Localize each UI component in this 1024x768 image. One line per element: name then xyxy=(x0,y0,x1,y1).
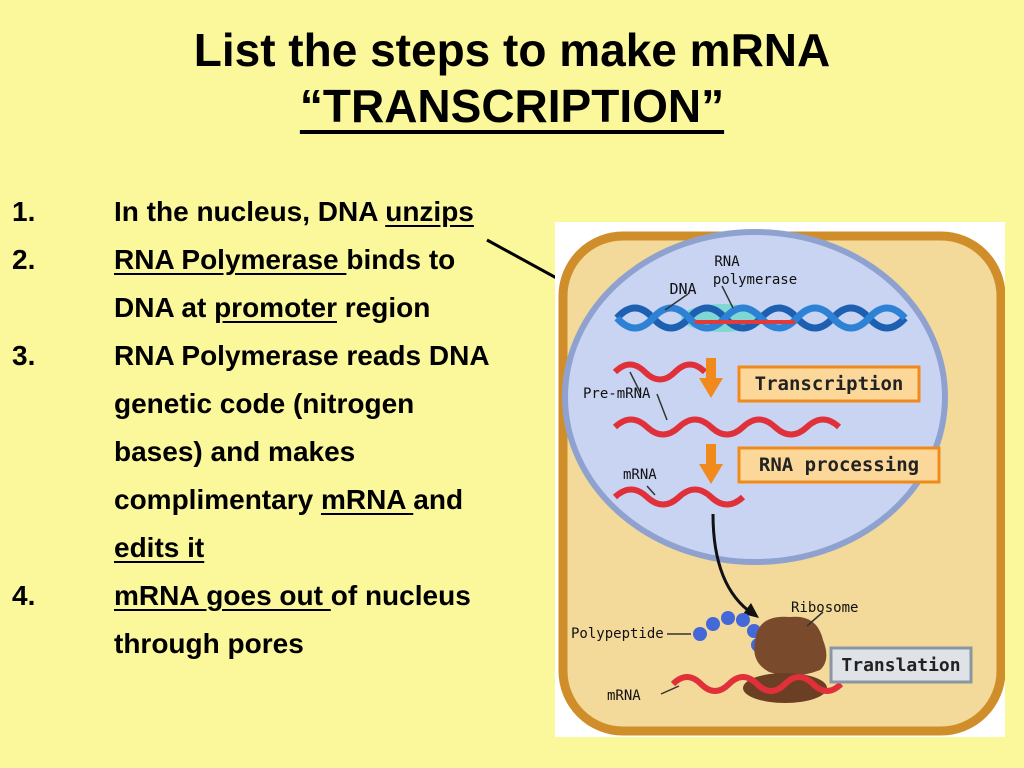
list-item: 2. RNA Polymerase binds to DNA at promote… xyxy=(12,236,492,332)
transcription-box xyxy=(737,365,921,403)
step-keyword: mRNA goes out xyxy=(114,580,331,611)
steps-list: 1. In the nucleus, DNA unzips 2. RNA Polyme… xyxy=(12,188,492,668)
step-number: 2. xyxy=(12,244,36,275)
step-text-part: of nucleus through pores xyxy=(114,580,471,659)
step-text: mRNA goes out of nucleus through pores xyxy=(114,572,492,668)
arrow-transcription xyxy=(699,378,723,398)
step-text: In the nucleus, DNA unzips xyxy=(114,188,492,236)
label-polypeptide: Polypeptide xyxy=(571,626,664,642)
step-text-part: RNA Polymerase reads DNA genetic code (n… xyxy=(114,340,489,515)
stage-rna-processing: RNA processing xyxy=(759,454,919,476)
step-keyword: promoter xyxy=(214,292,337,323)
transcription-figure: RNA polymerase DNA Pre-mRNA mRNA Ribosom… xyxy=(555,222,1006,737)
label-mrna-nucleus: mRNA xyxy=(623,467,657,483)
label-pre-mrna: Pre-mRNA xyxy=(583,386,651,402)
pre-mrna-strand-upper xyxy=(612,361,708,383)
list-item: 4. mRNA goes out of nucleus through pores xyxy=(12,572,492,668)
step-text-part: In the nucleus, DNA xyxy=(114,196,386,227)
stage-translation: Translation xyxy=(841,655,960,676)
list-item: 3. RNA Polymerase reads DNA genetic code … xyxy=(12,332,492,572)
step-number: 3. xyxy=(12,340,36,371)
translation-box xyxy=(829,646,973,684)
mrna-strand-cytoplasm xyxy=(670,674,844,694)
label-mrna-cytoplasm: mRNA xyxy=(607,688,641,704)
list-item: 1. In the nucleus, DNA unzips xyxy=(12,188,492,236)
step-keyword: mRNA xyxy=(320,484,414,515)
step-keyword: RNA Polymerase xyxy=(114,244,347,275)
rna-processing-box xyxy=(737,446,941,484)
step-keyword: edits it xyxy=(114,532,205,563)
dna-strand-2 xyxy=(614,304,908,332)
step-number: 4. xyxy=(12,580,36,611)
title-line-1: List the steps to make mRNA xyxy=(193,24,831,76)
arrow-to-ribosome xyxy=(711,513,754,616)
step-number: 1. xyxy=(12,196,36,227)
stage-transcription: Transcription xyxy=(755,373,904,395)
slide-title: List the steps to make mRNA “TRANSCRIPTI… xyxy=(0,22,1024,134)
pre-mrna-strand xyxy=(612,416,842,438)
step-text: RNA Polymerase reads DNA genetic code (n… xyxy=(114,332,492,572)
label-polymerase: polymerase xyxy=(713,272,797,288)
step-keyword: unzips xyxy=(385,196,474,227)
step-text: RNA Polymerase binds to DNA at promoter … xyxy=(114,236,492,332)
arrow-processing xyxy=(699,464,723,484)
title-line-2: “TRANSCRIPTION” xyxy=(299,80,725,132)
label-ribosome: Ribosome xyxy=(791,600,858,616)
label-rna: RNA xyxy=(714,254,740,270)
step-text-part: and xyxy=(413,484,464,515)
label-dna: DNA xyxy=(669,280,696,298)
ribosome-large-subunit xyxy=(754,616,827,676)
step-text-part: region xyxy=(336,292,431,323)
step-text-part: binds to DNA at xyxy=(114,244,456,323)
mrna-strand-nucleus xyxy=(612,486,746,508)
